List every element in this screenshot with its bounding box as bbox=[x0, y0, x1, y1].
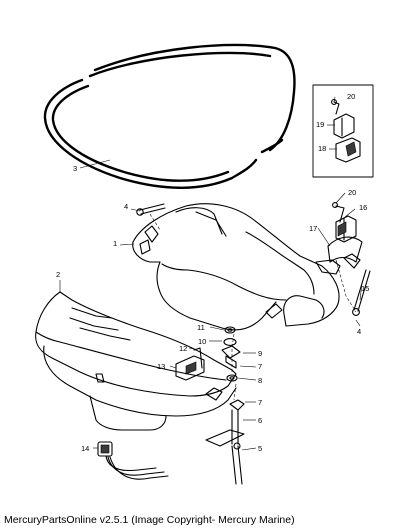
callout-4-lower: 4 bbox=[357, 327, 361, 336]
callout-17: 17 bbox=[309, 224, 317, 233]
inset-box bbox=[312, 84, 374, 178]
seal-part bbox=[43, 43, 296, 189]
callout-9: 9 bbox=[258, 349, 262, 358]
callout-7-lower: 7 bbox=[258, 398, 262, 407]
callout-16: 16 bbox=[359, 203, 367, 212]
callout-8: 8 bbox=[258, 376, 262, 385]
callout-20-bracket: 20 bbox=[348, 188, 356, 197]
callout-14: 14 bbox=[81, 444, 89, 453]
callout-5: 5 bbox=[258, 444, 262, 453]
callout-3: 3 bbox=[73, 164, 77, 173]
lower-cowl-part bbox=[35, 291, 237, 431]
screw-parts bbox=[136, 203, 371, 316]
callout-4-upper: 4 bbox=[124, 202, 128, 211]
callout-6: 6 bbox=[258, 416, 262, 425]
exploded-parts-diagram: 3 4 1 2 20 19 18 20 16 17 15 4 11 10 12 … bbox=[35, 43, 374, 485]
callout-labels: 3 4 1 2 20 19 18 20 16 17 15 4 11 10 12 … bbox=[56, 92, 369, 453]
leader-lines bbox=[59, 96, 363, 451]
hardware-stack bbox=[175, 326, 241, 382]
callout-15: 15 bbox=[361, 284, 369, 293]
bracket-part bbox=[327, 202, 363, 269]
callout-19: 19 bbox=[316, 120, 324, 129]
callout-12: 12 bbox=[179, 344, 187, 353]
callout-11: 11 bbox=[197, 323, 205, 332]
upper-cowl-part bbox=[132, 203, 341, 331]
callout-13: 13 bbox=[157, 362, 165, 371]
callout-20-inset: 20 bbox=[347, 92, 355, 101]
callout-10: 10 bbox=[198, 337, 206, 346]
callout-1: 1 bbox=[113, 239, 117, 248]
callout-7-upper: 7 bbox=[258, 362, 262, 371]
copyright-footer: MercuryPartsOnline v2.5.1 (Image Copyrig… bbox=[4, 514, 295, 526]
callout-2: 2 bbox=[56, 270, 60, 279]
connector-part bbox=[97, 441, 169, 480]
callout-18: 18 bbox=[318, 144, 326, 153]
latch-parts bbox=[205, 399, 245, 485]
